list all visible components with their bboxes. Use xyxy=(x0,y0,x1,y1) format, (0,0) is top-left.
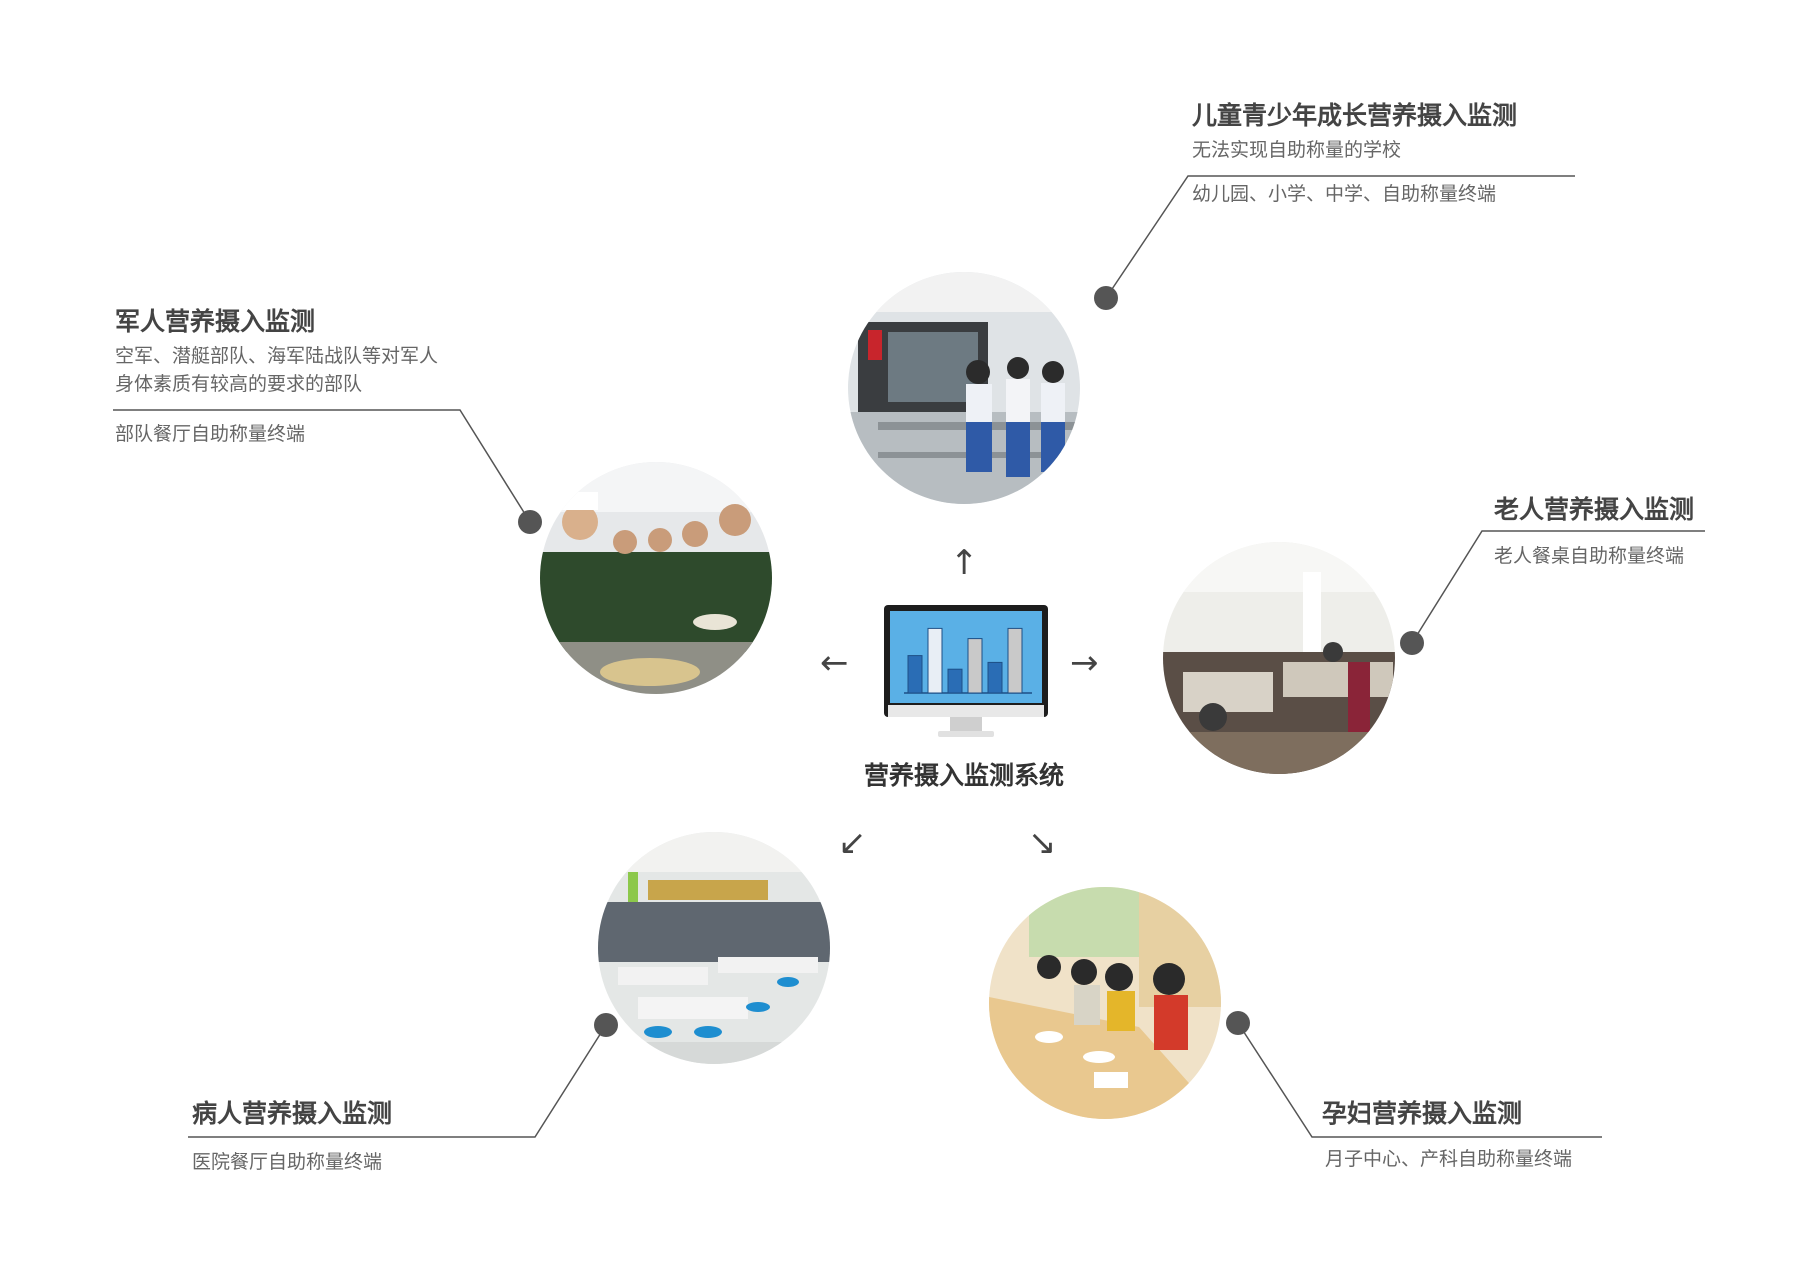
pregnant-leader-line xyxy=(1237,1022,1602,1138)
maternity-dining-photo xyxy=(989,887,1221,1119)
monitor-bar xyxy=(907,655,923,694)
elderly-title: 老人营养摄入监测 xyxy=(1494,495,1695,524)
monitor-bar xyxy=(987,661,1003,694)
monitor-bar-chart-icon xyxy=(884,605,1048,737)
military-leader-line xyxy=(113,409,531,523)
children-desc1: 无法实现自助称量的学校 xyxy=(1192,139,1402,161)
monitor-bar xyxy=(967,638,983,694)
elderly-dining-hall-photo xyxy=(1163,542,1395,774)
school-canteen-photo xyxy=(848,272,1080,504)
military-desc1: 空军、潜艇部队、海军陆战队等对军人 xyxy=(115,345,439,367)
elderly-dot xyxy=(1400,631,1424,655)
center-system-label: 营养摄入监测系统 xyxy=(864,761,1065,790)
pregnant-title: 孕妇营养摄入监测 xyxy=(1322,1099,1523,1128)
elderly-leader-line xyxy=(1411,530,1705,644)
monitor-bar xyxy=(927,627,943,694)
children-title: 儿童青少年成长营养摄入监测 xyxy=(1192,101,1518,130)
monitor-bar xyxy=(1007,627,1023,694)
monitor-bar xyxy=(947,668,963,694)
patient-title: 病人营养摄入监测 xyxy=(192,1099,393,1128)
military-desc2: 部队餐厅自助称量终端 xyxy=(115,423,306,445)
military-desc1b: 身体素质有较高的要求的部队 xyxy=(115,373,363,395)
arrow-down-left-icon: ↙ xyxy=(838,823,867,863)
pregnant-dot xyxy=(1226,1011,1250,1035)
patient-dot xyxy=(594,1013,618,1037)
patient-leader-line xyxy=(188,1024,607,1138)
children-desc2: 幼儿园、小学、中学、自助称量终端 xyxy=(1192,183,1497,205)
arrow-up-icon: ↑ xyxy=(950,543,979,583)
arrow-left-icon: ← xyxy=(820,643,849,683)
children-leader-line xyxy=(1105,175,1575,299)
patient-desc1: 医院餐厅自助称量终端 xyxy=(192,1151,383,1173)
military-title: 军人营养摄入监测 xyxy=(115,307,316,336)
pregnant-desc1: 月子中心、产科自助称量终端 xyxy=(1325,1148,1573,1170)
military-dot xyxy=(518,510,542,534)
arrow-right-icon: → xyxy=(1070,643,1099,683)
elderly-desc1: 老人餐桌自助称量终端 xyxy=(1494,545,1685,567)
children-dot xyxy=(1094,286,1118,310)
monitor-bars xyxy=(904,627,1032,694)
hospital-canteen-photo xyxy=(598,832,830,1064)
military-canteen-photo xyxy=(540,462,772,694)
arrow-down-right-icon: ↘ xyxy=(1028,823,1057,863)
